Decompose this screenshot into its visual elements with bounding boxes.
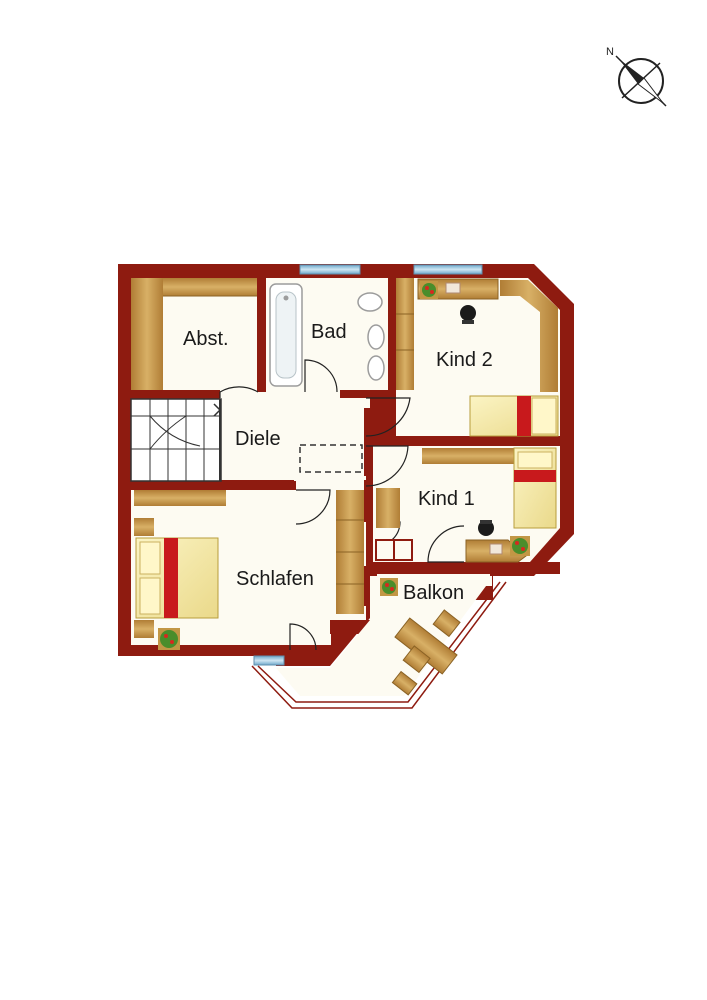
sink-1 bbox=[367, 324, 385, 350]
window-bad bbox=[299, 264, 361, 275]
kind2-bed bbox=[469, 395, 559, 437]
window-kind2 bbox=[413, 264, 483, 275]
door-kind2 bbox=[365, 397, 411, 437]
diele-rug bbox=[299, 444, 363, 473]
door-bad bbox=[304, 359, 338, 393]
schlafen-plant-icon bbox=[158, 628, 180, 650]
door-abst bbox=[219, 386, 259, 398]
kind2-plant-icon bbox=[420, 281, 438, 299]
room-label-kind2: Kind 2 bbox=[436, 349, 493, 371]
door-schlafen-balkon bbox=[289, 623, 317, 651]
balkon-chair-1 bbox=[432, 609, 461, 638]
door-balkon bbox=[427, 525, 465, 563]
compass-north-label: N bbox=[606, 46, 614, 58]
interior-walls bbox=[118, 270, 566, 634]
staircase bbox=[130, 398, 222, 482]
schlafen-bed bbox=[135, 537, 219, 619]
kind2-wardrobe bbox=[396, 278, 414, 390]
bathtub bbox=[269, 283, 303, 387]
room-label-schlafen: Schlafen bbox=[236, 568, 314, 590]
abst-storage bbox=[131, 278, 257, 390]
floor-balkon-deck bbox=[276, 578, 492, 696]
compass-icon bbox=[615, 55, 667, 107]
kind1-plant-icon bbox=[510, 536, 530, 556]
sink-2 bbox=[367, 355, 385, 381]
kind1-shelf bbox=[375, 448, 514, 561]
door-kind1 bbox=[365, 445, 409, 487]
schlafen-nightstand-1 bbox=[134, 518, 154, 536]
balkon-railing bbox=[251, 581, 507, 709]
windows bbox=[253, 264, 483, 666]
room-label-bad: Bad bbox=[311, 321, 347, 343]
kind2-chair-icon bbox=[460, 305, 476, 324]
kind1-bed bbox=[513, 447, 557, 529]
compass: N bbox=[606, 46, 667, 107]
room-label-balkon: Balkon bbox=[403, 582, 464, 604]
doors bbox=[219, 359, 465, 651]
room-label-abst: Abst. bbox=[183, 328, 229, 350]
balkon-plant-icon bbox=[380, 578, 398, 596]
room-label-diele: Diele bbox=[235, 428, 281, 450]
kind1-chair-icon bbox=[478, 520, 494, 536]
kind2-shelf bbox=[500, 280, 558, 392]
door-schlafen bbox=[295, 489, 331, 525]
balkon-chair-2 bbox=[402, 645, 431, 674]
schlafen-nightstand-2 bbox=[134, 620, 154, 638]
room-label-kind1: Kind 1 bbox=[418, 488, 475, 510]
toilet bbox=[357, 292, 383, 312]
balkon-chair-3 bbox=[391, 670, 418, 696]
window-schlafen bbox=[253, 655, 285, 666]
floor-kind1 bbox=[373, 446, 560, 562]
schlafen-wardrobe bbox=[134, 490, 364, 614]
